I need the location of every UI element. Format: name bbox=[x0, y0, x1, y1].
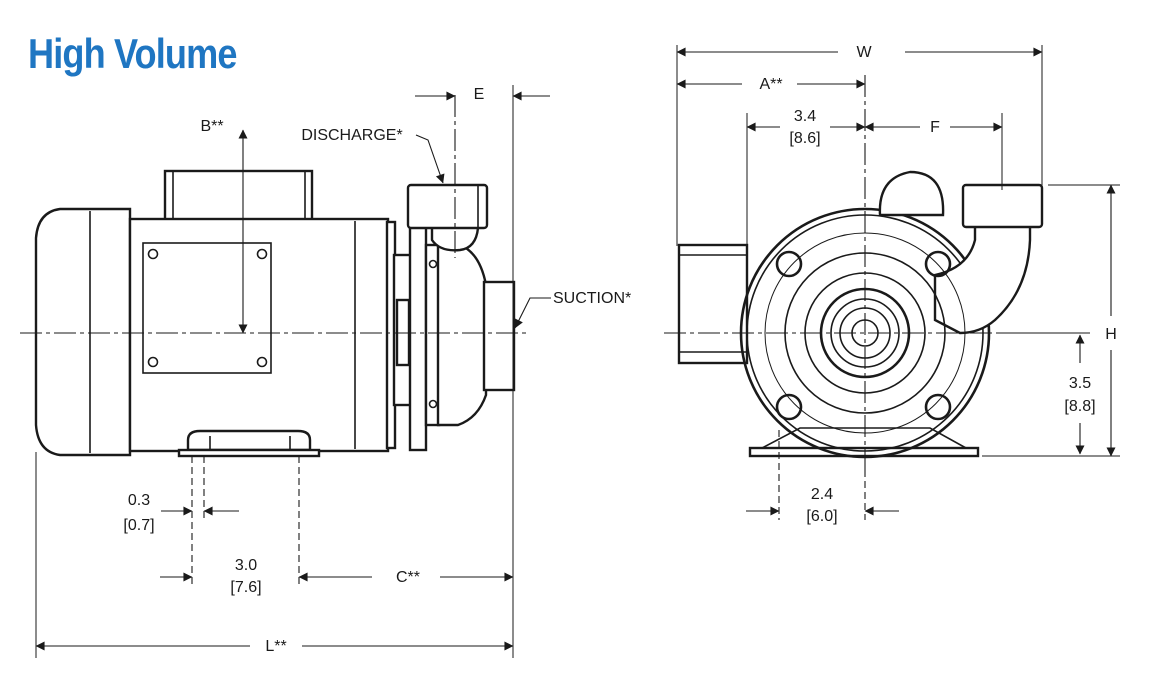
suction-label: SUCTION* bbox=[553, 290, 631, 307]
side-view: B** E DISCHARGE* SUCTION* 0.3 [0.7] 3.0 … bbox=[20, 85, 631, 658]
dim-foot-holes-mm: [7.6] bbox=[230, 579, 261, 596]
junction-box bbox=[163, 169, 314, 223]
motor-foot bbox=[186, 429, 312, 452]
dim-l-label: L** bbox=[265, 638, 286, 655]
nameplate bbox=[142, 242, 272, 374]
dim-h-label: H bbox=[1105, 326, 1117, 343]
pump-volute bbox=[436, 243, 488, 427]
pump-flange-plate bbox=[408, 216, 428, 452]
dim-foot-slot-in: 0.3 bbox=[128, 492, 150, 509]
dim-center-height-in: 3.5 bbox=[1069, 375, 1091, 392]
discharge-label: DISCHARGE* bbox=[301, 127, 402, 144]
dim-a-label: A** bbox=[759, 76, 782, 93]
front-discharge-elbow bbox=[933, 224, 1032, 335]
dim-e-label: E bbox=[474, 86, 485, 103]
dim-foot-slot-mm: [0.7] bbox=[123, 517, 154, 534]
dim-foot-half-mm: [6.0] bbox=[806, 508, 837, 525]
dim-w-label: W bbox=[856, 44, 872, 61]
page-title: High Volume bbox=[28, 30, 237, 77]
dim-center-height-mm: [8.8] bbox=[1064, 398, 1095, 415]
dim-half-width-mm: [8.6] bbox=[789, 130, 820, 147]
dim-foot-holes-in: 3.0 bbox=[235, 557, 257, 574]
dim-f-label: F bbox=[930, 119, 940, 136]
front-discharge-port bbox=[961, 183, 1044, 229]
discharge-port bbox=[406, 183, 489, 230]
front-base bbox=[748, 446, 980, 458]
dim-foot-half-in: 2.4 bbox=[811, 486, 833, 503]
front-view: W A** 3.4 [8.6] F H 3.5 [8.8] 2.4 [6.0] bbox=[664, 44, 1120, 525]
dim-c-label: C** bbox=[396, 569, 420, 586]
foot-base bbox=[177, 448, 321, 458]
front-junction-box bbox=[677, 243, 749, 365]
motor-body bbox=[128, 217, 390, 453]
dim-b-label: B** bbox=[200, 118, 223, 135]
suction-port bbox=[482, 280, 516, 392]
dim-half-width-in: 3.4 bbox=[794, 108, 816, 125]
motor-end-cap bbox=[34, 207, 132, 457]
